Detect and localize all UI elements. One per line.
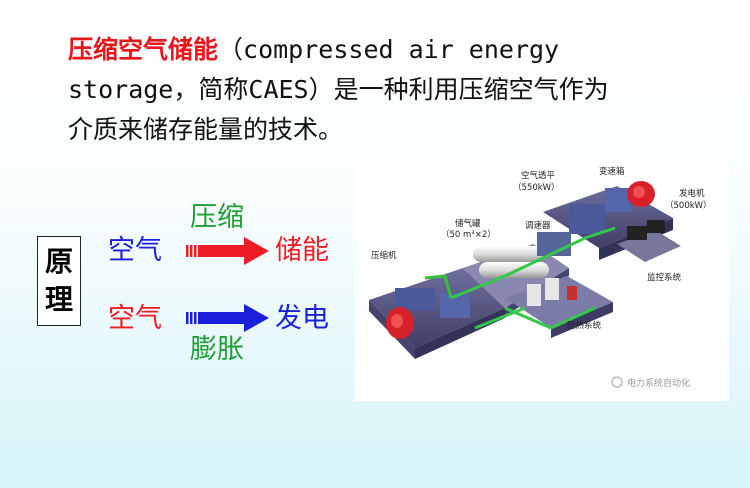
reheat-system (505, 276, 613, 338)
headline-abbr-prefix: 简称 (198, 75, 249, 104)
label-tank-volume: （50 m³×2） (441, 229, 496, 240)
label-gearbox: 变速箱 (599, 166, 625, 177)
headline-term: 压缩空气储能 (68, 35, 219, 64)
headline-english-2: storage (68, 75, 174, 104)
label-air-turbine-power: （550kW） (513, 182, 560, 193)
label-compressor: 压缩机 (371, 250, 397, 261)
caes-plant-diagram: 空气透平 （550kW） 变速箱 发电机 （500kW） 储气罐 （50 m³×… (355, 158, 729, 401)
headline-line-2: storage，简称CAES）是一种利用压缩空气作为 (68, 70, 718, 110)
headline-close-paren: ） (308, 75, 334, 104)
label-air-turbine: 空气透平 (521, 170, 556, 181)
headline-open-paren: （ (218, 35, 244, 64)
blue-arrow-icon (186, 304, 269, 332)
red-arrow-icon (186, 237, 269, 265)
label-regulator: 调速器 (525, 221, 551, 231)
wechat-icon (611, 376, 623, 388)
label-storage-tank: 储气罐 (455, 218, 481, 229)
row1-process-label: 压缩 (190, 202, 244, 233)
headline-paragraph: 压缩空气储能（compressed air energy storage，简称C… (68, 30, 718, 150)
headline-comma: ， (173, 75, 199, 104)
label-generator-power: （500kW） (665, 200, 712, 211)
monitoring-desk (617, 220, 681, 262)
green-piping (450, 226, 616, 330)
watermark: 电力系统自动化 (627, 377, 690, 389)
label-reheat: 回热系统 (567, 320, 602, 331)
row1-input-label: 空气 (108, 235, 162, 266)
headline-line-3: 介质来储存能量的技术。 (68, 115, 344, 144)
principle-char-1: 原 (44, 245, 73, 278)
row2-output-label: 发电 (275, 303, 329, 334)
label-monitoring: 监控系统 (647, 272, 682, 283)
headline-english-1: compressed air energy (243, 35, 560, 64)
principle-char-2: 理 (44, 283, 73, 316)
row2-process-label: 膨胀 (190, 334, 244, 365)
principle-box: 原 理 (37, 236, 81, 326)
row2-input-label: 空气 (108, 303, 162, 334)
compressor-unit (369, 268, 505, 359)
headline-abbr: CAES (248, 75, 309, 104)
headline-rest-2: 是一种利用压缩空气作为 (333, 75, 609, 104)
row1-output-label: 储能 (275, 235, 329, 266)
turbine-generator-unit (537, 181, 673, 260)
headline-line-1: 压缩空气储能（compressed air energy (68, 30, 718, 70)
label-generator: 发电机 (679, 188, 705, 199)
